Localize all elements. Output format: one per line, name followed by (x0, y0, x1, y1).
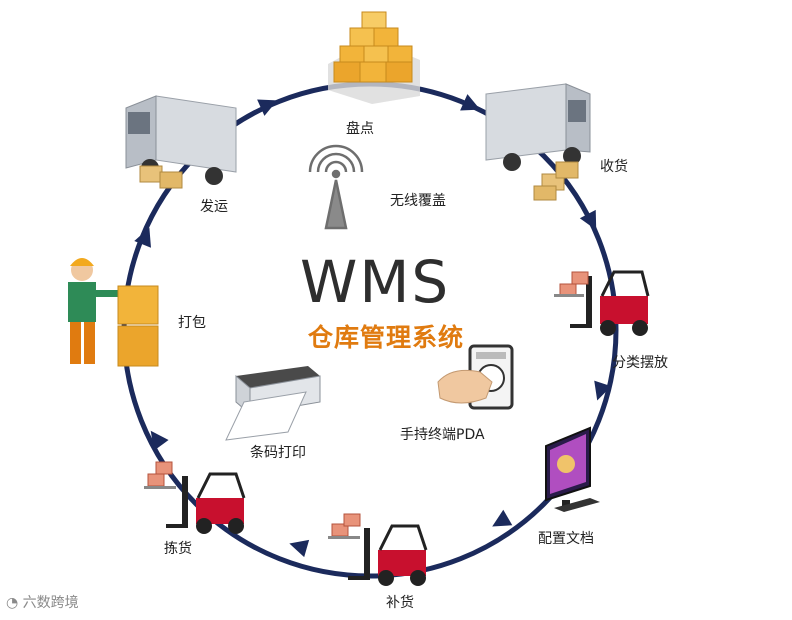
worker-icon (68, 258, 122, 364)
wifi-tower-icon (308, 144, 364, 230)
arrow-icon (460, 94, 481, 111)
arrow-icon (492, 509, 513, 527)
arrow-icon (579, 209, 597, 230)
system-subtitle: 仓库管理系统 (308, 323, 465, 352)
arrow-icon (289, 539, 310, 558)
node-label-sorting: 分类摆放 (612, 355, 668, 371)
inner-label-barcode-print: 条码打印 (250, 445, 306, 461)
arrow-icon (150, 430, 169, 451)
arrow-icon (134, 227, 151, 248)
box-stack-icon (554, 271, 589, 297)
pda-scanner-icon (437, 344, 514, 410)
node-label-inventory: 盘点 (346, 121, 374, 137)
flow-arrows (134, 94, 612, 558)
box-stack-icon (117, 285, 159, 367)
forklift-icon (348, 524, 428, 586)
system-title: WMS (300, 248, 451, 316)
parcel-icon (139, 165, 183, 189)
watermark-logo-icon: ◔ (6, 595, 23, 611)
box-stack-icon (144, 461, 176, 489)
arrow-icon (594, 380, 612, 401)
forklift-icon (166, 472, 246, 534)
truck-icon (485, 83, 591, 171)
inner-label-pda: 手持终端PDA (400, 427, 485, 443)
node-label-picking: 拣货 (164, 541, 192, 557)
forklift-icon (570, 270, 650, 336)
node-label-replenish: 补货 (386, 595, 414, 611)
printer-icon (225, 366, 321, 441)
node-label-packing: 打包 (178, 315, 206, 331)
arrow-icon (257, 99, 278, 116)
box-stack-icon (328, 513, 361, 539)
watermark: ◔ 六数跨境 (6, 592, 79, 612)
monitor-icon (545, 426, 600, 512)
node-label-config-docs: 配置文档 (538, 531, 594, 547)
node-label-shipping: 发运 (200, 199, 228, 215)
parcel-icon (533, 161, 579, 201)
node-label-receiving: 收货 (600, 159, 628, 175)
watermark-text: 六数跨境 (22, 595, 79, 611)
inner-label-wireless: 无线覆盖 (390, 193, 446, 209)
box-pile-icon (328, 11, 420, 104)
